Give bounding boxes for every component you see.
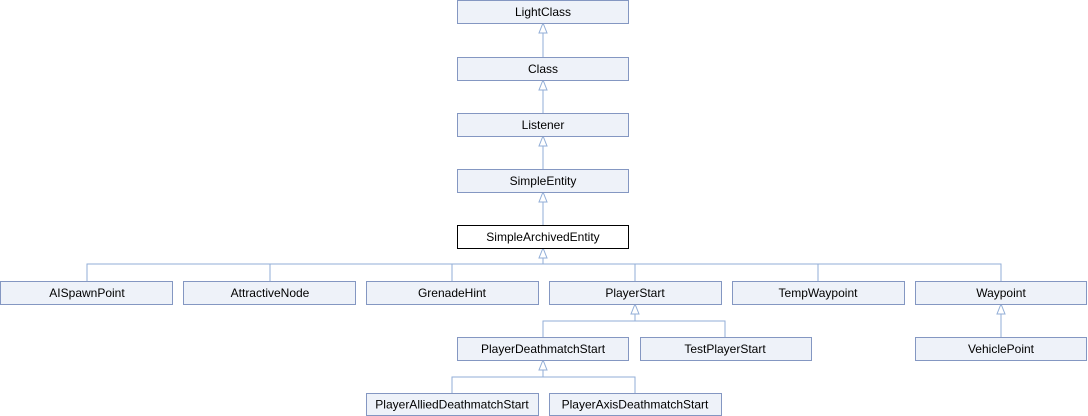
arrowhead-class xyxy=(538,78,548,91)
node-label: TempWaypoint xyxy=(779,286,859,300)
node-label: Waypoint xyxy=(976,286,1026,300)
arrowhead-playerstart xyxy=(630,302,640,315)
arrowhead-simplearchivedentity xyxy=(538,246,548,259)
node-label: SimpleEntity xyxy=(510,174,577,188)
inheritance-edges xyxy=(86,21,1006,393)
node-class[interactable]: Class xyxy=(457,57,629,81)
node-vehiclepoint[interactable]: VehiclePoint xyxy=(915,337,1087,361)
node-attractivenode[interactable]: AttractiveNode xyxy=(183,281,356,305)
node-label: GrenadeHint xyxy=(418,286,487,300)
edge-row2-bus xyxy=(86,248,1002,281)
node-label: AISpawnPoint xyxy=(49,286,125,300)
node-tempwaypoint[interactable]: TempWaypoint xyxy=(732,281,905,305)
node-label: PlayerDeathmatchStart xyxy=(481,342,606,356)
node-waypoint[interactable]: Waypoint xyxy=(915,281,1087,305)
node-label: AttractiveNode xyxy=(231,286,310,300)
arrowhead-simpleentity xyxy=(538,190,548,203)
node-label: PlayerAxisDeathmatchStart xyxy=(562,398,709,412)
node-label: Listener xyxy=(522,118,565,132)
node-label: TestPlayerStart xyxy=(684,342,766,356)
node-playeraxisdeathmatchstart[interactable]: PlayerAxisDeathmatchStart xyxy=(549,393,722,416)
node-label: VehiclePoint xyxy=(968,342,1035,356)
node-playeralliedeathmatchstart[interactable]: PlayerAlliedDeathmatchStart xyxy=(366,393,539,416)
node-label: PlayerStart xyxy=(605,286,665,300)
node-grenadehint[interactable]: GrenadeHint xyxy=(366,281,539,305)
node-label: Class xyxy=(528,62,558,76)
node-simpleentity[interactable]: SimpleEntity xyxy=(457,169,629,193)
node-playerdeathmatchstart[interactable]: PlayerDeathmatchStart xyxy=(457,337,629,361)
node-label: SimpleArchivedEntity xyxy=(486,230,599,244)
arrowhead-playerdeathmatchstart xyxy=(538,358,548,371)
node-aispawnpoint[interactable]: AISpawnPoint xyxy=(0,281,173,305)
node-playerstart[interactable]: PlayerStart xyxy=(549,281,722,305)
node-testplayerstart[interactable]: TestPlayerStart xyxy=(640,337,812,361)
arrowhead-lightclass xyxy=(538,21,548,34)
node-simplearchivedentity[interactable]: SimpleArchivedEntity xyxy=(457,225,629,249)
node-listener[interactable]: Listener xyxy=(457,113,629,137)
arrowhead-waypoint xyxy=(996,302,1006,315)
node-label: PlayerAlliedDeathmatchStart xyxy=(375,398,529,412)
node-label: LightClass xyxy=(515,5,571,19)
arrowhead-listener xyxy=(538,134,548,147)
node-lightclass[interactable]: LightClass xyxy=(457,0,629,24)
